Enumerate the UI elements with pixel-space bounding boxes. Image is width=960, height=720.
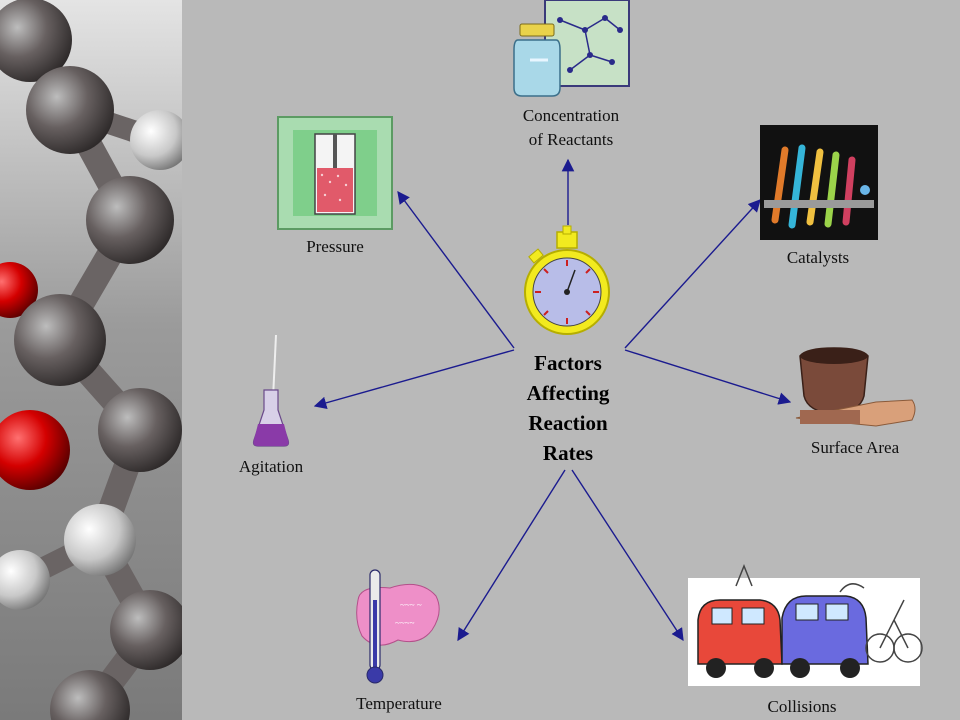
arrow-to-catalysts — [624, 199, 761, 349]
molecule-model-image — [0, 0, 182, 720]
label-surface-area: Surface Area — [811, 438, 900, 457]
arrow-to-surface-area — [624, 349, 792, 405]
arrow-to-collisions — [571, 469, 684, 642]
label-agitation: Agitation — [239, 457, 304, 476]
center-title-line3: Reaction — [528, 411, 608, 435]
stirred-flask-icon — [252, 334, 290, 447]
flask-and-molecule-icon — [513, 0, 630, 97]
center-title-line2: Affecting — [526, 381, 610, 405]
label-catalysts: Catalysts — [787, 248, 849, 267]
center-title: Factors Affecting Reaction Rates — [478, 348, 658, 468]
label-pressure: Pressure — [306, 237, 364, 256]
label-temperature: Temperature — [356, 694, 442, 713]
mortar-and-pestle-icon — [795, 347, 916, 427]
molecule-model-sidebar — [0, 0, 182, 720]
center-title-line4: Rates — [542, 441, 594, 465]
arrow-to-temperature — [457, 469, 566, 642]
arrow-to-pressure — [397, 190, 515, 349]
svg-text:~~~ ~: ~~~ ~ — [400, 600, 422, 610]
center-title-line1: Factors — [534, 351, 602, 375]
stopwatch-icon — [524, 225, 610, 335]
label-concentration-line2: of Reactants — [529, 130, 614, 149]
thermometer-icon: ~~~ ~ ~~~~ — [356, 569, 440, 684]
svg-text:~~~~: ~~~~ — [395, 618, 415, 628]
diagram-canvas: Concentration of Reactants Pressure — [182, 0, 960, 720]
arrow-to-agitation — [313, 349, 515, 409]
test-tubes-icon — [760, 125, 878, 240]
pressure-cylinder-icon — [277, 116, 393, 230]
colliding-cars-icon — [688, 563, 923, 686]
label-collisions: Collisions — [768, 697, 837, 716]
label-concentration-line1: Concentration — [523, 106, 620, 125]
